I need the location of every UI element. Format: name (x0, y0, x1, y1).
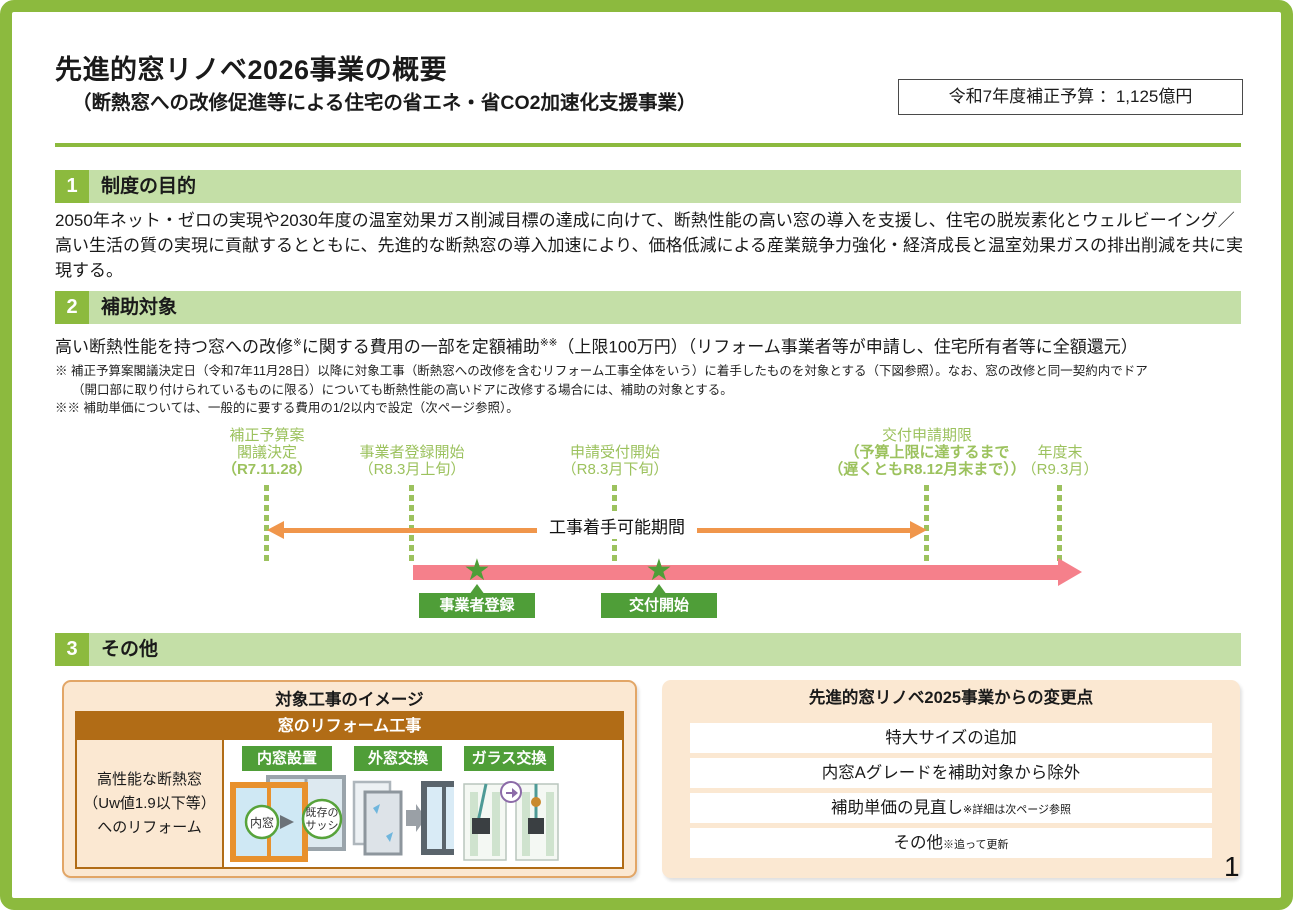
change-row-text: 特大サイズの追加 (885, 729, 1017, 747)
window-reform-body: 高性能な断熱窓 （Uw値1.9以下等） へのリフォーム 内窓設置 外窓交換 ガラ… (77, 740, 622, 867)
timeline-milestone: 補正予算案 閣議決定 （R7.11.28） (222, 426, 312, 478)
title-divider (55, 143, 1241, 147)
glass-replacement-illustration (463, 781, 559, 861)
detach-mark-icon (386, 832, 393, 842)
change-row-note: ※詳細は次ページ参照 (963, 804, 1071, 816)
subsidy-period-arrowhead-icon (1058, 558, 1082, 586)
up-arrow-icon (469, 584, 485, 595)
chip-outer-window-replacement: 外窓交換 (354, 746, 442, 771)
small-arrow-icon (280, 815, 294, 829)
section-header-other: 3 その他 (55, 633, 1241, 666)
milestone-date: （予算上限に達するまで （遅くともR8.12月末まで）） (828, 444, 1026, 478)
section-number: 1 (55, 170, 89, 203)
window-reform-table: 窓のリフォーム工事 高性能な断熱窓 （Uw値1.9以下等） へのリフォーム 内窓… (75, 711, 624, 869)
inner-window-installation-illustration: 内窓 既存の サッシ (230, 775, 346, 862)
construction-period-label: 工事着手可能期間 (537, 512, 697, 539)
body-segment: に関する費用の一部を定額補助 (301, 337, 540, 357)
change-row: その他※追って更新 (690, 828, 1212, 858)
outer-window-replacement-illustration (352, 780, 454, 856)
milestone-name: 補正予算案 閣議決定 (229, 427, 305, 461)
up-arrow-icon (651, 584, 667, 595)
chip-inner-window-installation: 内窓設置 (242, 746, 332, 771)
section-header-subsidy: 2 補助対象 (55, 291, 1241, 324)
star-icon: ★ (645, 554, 673, 587)
detach-mark-icon (373, 804, 380, 814)
milestone-date: （R7.11.28） (221, 461, 313, 478)
timeline-milestone: 年度末 （R9.3月） (1022, 426, 1099, 478)
swap-arrow-icon (506, 788, 518, 798)
existing-sash-label-2: サッシ (306, 819, 339, 832)
timeline-dotted-line (264, 485, 269, 562)
change-row: 補助単価の見直し※詳細は次ページ参照 (690, 793, 1212, 823)
changes-title: 先進的窓リノベ2025事業からの変更点 (808, 689, 1094, 707)
subsidy-notes: ※ 補正予算案閣議決定日（令和7年11月28日）以降に対象工事（断熱窓への改修を… (55, 362, 1243, 418)
new-window-icon (421, 781, 454, 855)
change-row-text: その他 (893, 834, 944, 852)
glass-section-before-icon (463, 783, 507, 861)
section-header-purpose: 1 制度の目的 (55, 170, 1241, 203)
reform-examples: 内窓設置 外窓交換 ガラス交換 (224, 740, 622, 867)
milestone-name: 申請受付開始 (569, 444, 660, 461)
milestone-name: 交付申請期限 (881, 427, 972, 444)
page-subtitle: （断熱窓への改修促進等による住宅の省エネ・省CO2加速化支援事業） (72, 92, 697, 114)
section-subsidy-body: 高い断熱性能を持つ窓への改修※に関する費用の一部を定額補助※※（上限100万円）… (55, 331, 1243, 360)
subsidy-note-1-continued: （開口部に取り付けられているものに限る）についても断熱性能の高いドアに改修する場… (72, 382, 733, 397)
section-number: 3 (55, 633, 89, 666)
section-purpose-body: 2050年ネット・ゼロの実現や2030年度の温室効果ガス削減目標の達成に向けて、… (55, 211, 1243, 280)
milestone-date: （R9.3月） (1021, 461, 1099, 478)
footnote-marker: ※※ (539, 337, 558, 349)
construction-period-arrow: 工事着手可能期間 (267, 512, 927, 542)
schedule-timeline: 補正予算案 閣議決定 （R7.11.28） 事業者登録開始 （R8.3月上旬） … (55, 426, 1241, 626)
subsidy-note-1: ※ 補正予算案閣議決定日（令和7年11月28日）以降に対象工事（断熱窓への改修を… (55, 364, 1148, 378)
arrow-right-icon (910, 521, 927, 539)
timeline-dotted-line (1057, 485, 1062, 562)
insulated-window-text: 高性能な断熱窓 （Uw値1.9以下等） へのリフォーム (77, 740, 224, 867)
milestone-name: 事業者登録開始 (359, 444, 465, 461)
existing-sash-label-1: 既存の (306, 805, 339, 819)
change-row: 特大サイズの追加 (690, 723, 1212, 753)
milestone-date: （R8.3月下旬） (561, 461, 669, 478)
section-number: 2 (55, 291, 89, 324)
timeline-milestone: 交付申請期限 （予算上限に達するまで （遅くともR8.12月末まで）） (828, 426, 1026, 478)
arrow-left-icon (267, 521, 284, 539)
subsidy-period-arrow (413, 565, 1058, 580)
change-row: 内窓Aグレードを補助対象から除外 (690, 758, 1212, 788)
change-row-text: 内窓Aグレードを補助対象から除外 (821, 764, 1081, 782)
timeline-milestone: 申請受付開始 （R8.3月下旬） (562, 426, 669, 478)
inner-window-circle (244, 804, 280, 840)
work-image-box: 対象工事のイメージ 窓のリフォーム工事 高性能な断熱窓 （Uw値1.9以下等） … (62, 680, 637, 878)
star-icon: ★ (463, 554, 491, 587)
existing-sash-circle (301, 798, 343, 840)
timeline-milestone: 事業者登録開始 （R8.3月上旬） (359, 426, 466, 478)
change-row-note: ※追って更新 (943, 839, 1009, 851)
page-title: 先進的窓リノベ2026事業の概要 (55, 55, 448, 85)
old-window-icon (363, 790, 403, 856)
change-row-text: 補助単価の見直し (831, 799, 963, 817)
milestone-name: 年度末 (1037, 444, 1083, 461)
milestone-date: （R8.3月上旬） (358, 461, 466, 478)
section-title: 補助対象 (89, 291, 1241, 324)
glass-section-after-icon (515, 783, 559, 861)
inner-window-label: 内窓 (250, 815, 274, 830)
window-reform-header: 窓のリフォーム工事 (77, 713, 622, 740)
chip-glass-replacement: ガラス交換 (464, 746, 554, 771)
section-title: その他 (89, 633, 1241, 666)
budget-box: 令和7年度補正予算 ：1,125億円 (898, 79, 1243, 115)
body-segment: 高い断熱性能を持つ窓への改修 (55, 337, 293, 357)
section-title: 制度の目的 (89, 170, 1241, 203)
page-number: 1 (1224, 851, 1240, 882)
subsidy-note-2: ※※ 補助単価については、一般的に要する費用の1/2以内で設定（次ページ参照）。 (55, 401, 519, 415)
work-image-title: 対象工事のイメージ (275, 691, 424, 709)
event-label-grant-start: 交付開始 (601, 593, 717, 618)
footnote-marker: ※ (293, 337, 302, 349)
changes-box: 先進的窓リノベ2025事業からの変更点 特大サイズの追加 内窓Aグレードを補助対… (662, 680, 1240, 878)
event-label-business-registration: 事業者登録 (419, 593, 535, 618)
timeline-dotted-line (409, 485, 414, 562)
body-segment: （上限100万円）（リフォーム事業者等が申請し、住宅所有者等に全額還元） (557, 337, 1138, 357)
